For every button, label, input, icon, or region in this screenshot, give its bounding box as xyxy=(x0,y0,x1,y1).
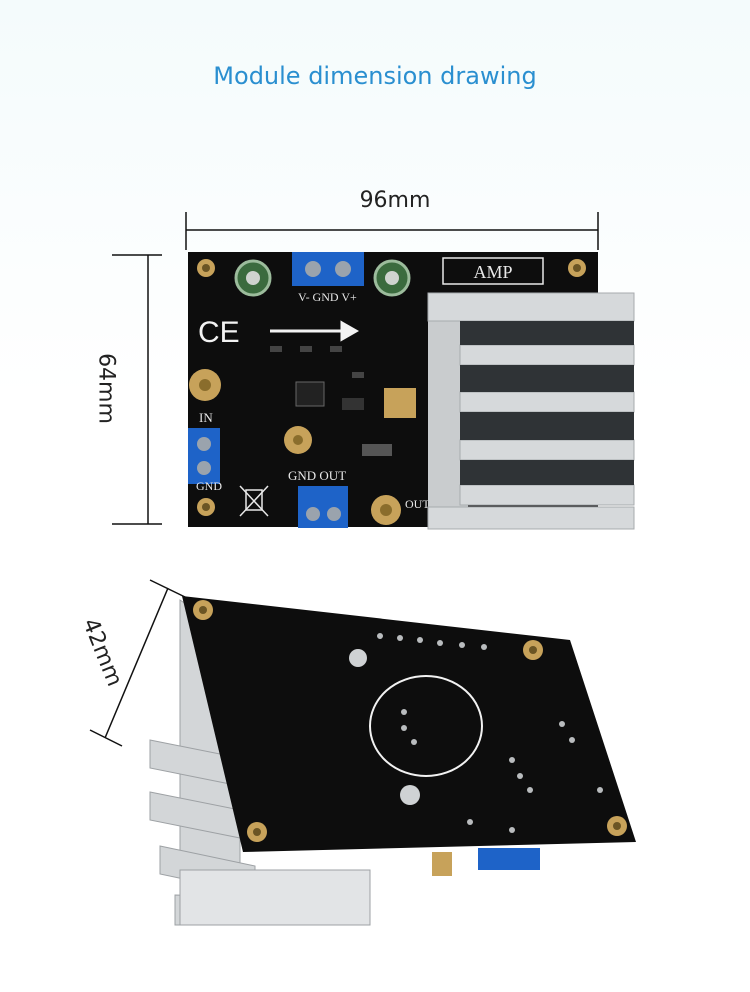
page-title: Module dimension drawing xyxy=(213,62,537,90)
mounting-hole-icon xyxy=(197,259,586,516)
output-sma-connector-icon xyxy=(371,495,401,525)
input-terminal-block-icon xyxy=(188,428,220,484)
pcb-top-view: V- GND V+ AMP CE IN GND xyxy=(188,252,635,530)
input-gnd-label: GND xyxy=(196,479,222,493)
ce-mark-label: CE xyxy=(198,316,240,349)
width-dimension-label: 96mm xyxy=(359,188,431,213)
sma-connector-icon xyxy=(432,852,452,876)
output-sma-label: OUT xyxy=(405,497,430,511)
input-label: IN xyxy=(199,410,213,425)
output-terminal-block-icon xyxy=(298,486,348,528)
input-sma-connector-icon xyxy=(189,369,221,401)
amp-badge-label: AMP xyxy=(473,262,512,282)
mounting-hole-icon xyxy=(193,600,627,842)
weee-bin-icon xyxy=(239,485,269,517)
power-terminal-label: V- GND V+ xyxy=(298,290,357,304)
capacitor-icon xyxy=(234,259,411,297)
height-dimension-line xyxy=(112,254,162,525)
signal-arrow-icon xyxy=(270,320,360,342)
screw-icon xyxy=(349,649,420,805)
chip-outline-circle xyxy=(369,675,483,777)
amp-badge xyxy=(442,257,544,285)
output-label: GND OUT xyxy=(288,468,346,483)
smd-components xyxy=(270,346,416,456)
mid-sma-connector-icon xyxy=(284,426,312,454)
depth-dimension-line xyxy=(89,579,186,747)
terminal-block-icon xyxy=(478,848,540,870)
pcb-board-underside xyxy=(182,596,636,852)
width-dimension-line xyxy=(185,212,599,250)
power-terminal-block-icon xyxy=(292,252,364,286)
solder-joints xyxy=(377,633,603,833)
heatsink-top-view xyxy=(427,292,635,530)
pcb-bottom-view xyxy=(149,596,636,926)
